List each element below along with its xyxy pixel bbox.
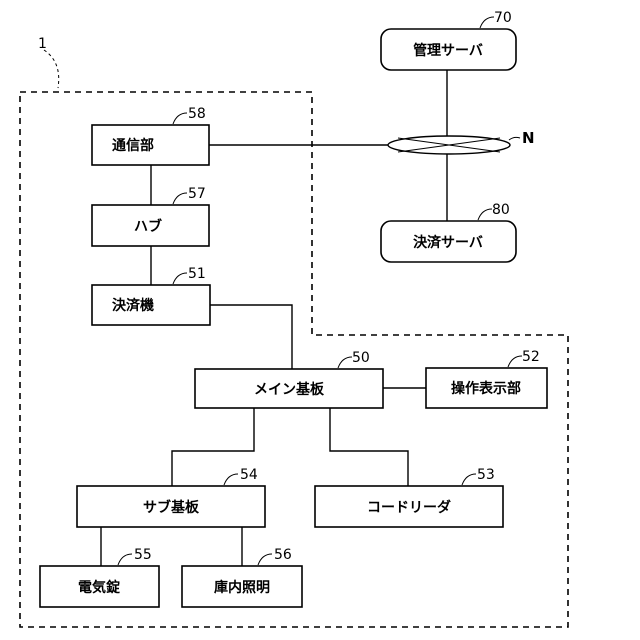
code-reader-ref: 53 bbox=[477, 467, 495, 483]
connector-payment-main bbox=[210, 305, 292, 369]
operation-display-ref: 52 bbox=[522, 349, 540, 365]
main-board-node: メイン基板 50 bbox=[195, 350, 383, 408]
management-server-node: 管理サーバ 70 bbox=[381, 10, 516, 70]
code-reader-node: コードリーダ 53 bbox=[315, 467, 503, 527]
connector-main-reader bbox=[330, 408, 408, 486]
network-symbol: N bbox=[388, 129, 535, 154]
payment-server-ref: 80 bbox=[492, 202, 510, 218]
hub-label: ハブ bbox=[134, 218, 162, 235]
payment-machine-label: 決済機 bbox=[112, 297, 154, 314]
sub-board-ref: 54 bbox=[240, 467, 258, 483]
interior-light-ref: 56 bbox=[274, 547, 292, 563]
payment-server-label: 決済サーバ bbox=[413, 234, 483, 251]
interior-light-label: 庫内照明 bbox=[214, 579, 270, 596]
payment-server-node: 決済サーバ 80 bbox=[381, 202, 516, 262]
system-boundary bbox=[20, 92, 568, 627]
electric-lock-node: 電気錠 55 bbox=[40, 547, 159, 607]
code-reader-label: コードリーダ bbox=[367, 499, 451, 516]
system-leader bbox=[44, 50, 59, 88]
sub-board-node: サブ基板 54 bbox=[77, 467, 265, 527]
sub-board-label: サブ基板 bbox=[143, 499, 200, 516]
electric-lock-ref: 55 bbox=[134, 547, 152, 563]
communication-unit-ref: 58 bbox=[188, 106, 206, 122]
communication-unit-node: 通信部 58 bbox=[92, 106, 209, 165]
system-ref-label: 1 bbox=[38, 36, 47, 52]
payment-machine-ref: 51 bbox=[188, 266, 206, 282]
main-board-ref: 50 bbox=[352, 350, 370, 366]
operation-display-label: 操作表示部 bbox=[451, 380, 521, 397]
main-board-label: メイン基板 bbox=[254, 381, 325, 398]
communication-unit-label: 通信部 bbox=[112, 137, 154, 154]
management-server-ref: 70 bbox=[494, 10, 512, 26]
operation-display-node: 操作表示部 52 bbox=[426, 349, 547, 408]
network-label: N bbox=[522, 129, 535, 147]
electric-lock-label: 電気錠 bbox=[78, 579, 121, 596]
hub-ref: 57 bbox=[188, 186, 206, 202]
management-server-label: 管理サーバ bbox=[413, 42, 483, 59]
